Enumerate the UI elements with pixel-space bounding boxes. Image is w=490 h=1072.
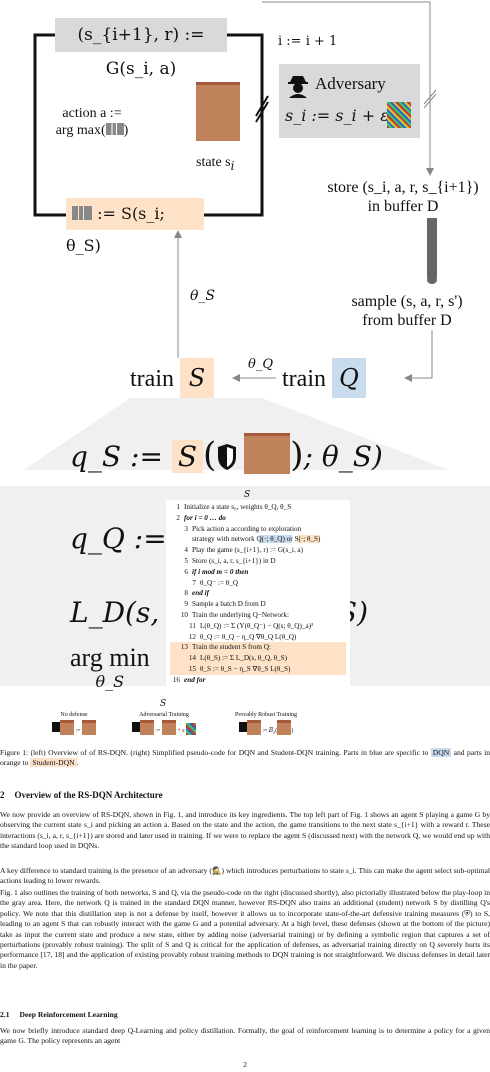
- sample-label: sample (s, a, r, s') from buffer D: [324, 292, 490, 330]
- shield-icon: [216, 436, 238, 470]
- shield-icon: [238, 722, 247, 732]
- train-q-box: train Q: [282, 358, 366, 398]
- shield-icon: [131, 722, 140, 732]
- game-formula: (s_{i+1}, r) := G(s_i, a): [77, 25, 205, 79]
- zoom-trunc-2: S: [160, 699, 167, 709]
- theta-s-label: θ_S: [190, 288, 216, 304]
- adversary-title: Adversary: [315, 74, 386, 93]
- subsection-number: 2.1: [0, 1010, 10, 1019]
- increment-label: i := i + 1: [278, 34, 338, 49]
- defense-none-label: No defense: [60, 712, 88, 718]
- student-q-box: := S(s_i; θ_S): [66, 198, 204, 255]
- noise-image: [387, 102, 411, 128]
- zoom-argmin: arg min θ_S: [70, 643, 150, 694]
- zoom-ld-line: L_D(s, θ: [70, 596, 185, 629]
- figure-connectors: [23, 1, 449, 470]
- section-paragraph: A key difference to standard training is…: [0, 866, 490, 886]
- train-s-box: train S: [130, 358, 214, 398]
- defenses-row: No defense := Adversarial Training := + …: [0, 712, 490, 740]
- bar-chart-icon: [105, 123, 124, 135]
- zoom-argmin-sub: θ_S: [95, 672, 125, 691]
- figure-caption: Figure 1: (left) Overview of of RS-DQN. …: [0, 748, 490, 768]
- zoom-argmin-text: arg min: [70, 643, 150, 672]
- shield-icon: [51, 722, 60, 732]
- sample-line2: from buffer D: [362, 312, 452, 329]
- subsection-title: Deep Reinforcement Learning: [19, 1010, 118, 1019]
- action-line2: arg max(: [55, 123, 106, 138]
- defense-none: No defense :=: [44, 712, 104, 735]
- zoom-qs-line: q_S := S(); θ_S): [70, 433, 383, 475]
- sample-line1: sample (s, a, r, s'): [351, 293, 463, 310]
- section-heading: 2 Overview of the RS-DQN Architecture: [0, 790, 163, 800]
- noise-image: [186, 723, 197, 735]
- state-label: state si: [196, 155, 235, 173]
- zoom-qs-lhs: q_S :=: [70, 440, 163, 473]
- caption-sdqn: Student-DQN: [30, 758, 77, 768]
- student-q-formula: := S(s_i; θ_S): [66, 204, 165, 255]
- action-line1: action a :=: [62, 106, 122, 121]
- section-paragraph: Fig. 1 also outlines the training of bot…: [0, 888, 490, 970]
- caption-dqn: DQN: [430, 748, 452, 757]
- adversary-formula: s_i := s_i + ε: [285, 106, 389, 125]
- section-paragraph: We now briefly introduce standard deep Q…: [0, 1026, 490, 1046]
- zoom-qs-fn: S: [171, 440, 203, 473]
- section-number: 2: [0, 790, 5, 800]
- bar-chart-icon: [72, 206, 92, 220]
- game-formula-box: (s_{i+1}, r) := G(s_i, a): [55, 18, 227, 79]
- subsection-heading: 2.1 Deep Reinforcement Learning: [0, 1010, 118, 1019]
- defense-provable: Provably Robust Training := Bε(): [218, 712, 314, 736]
- store-label: store (s_i, a, r, s_{i+1}) in buffer D: [316, 178, 490, 216]
- adversary-box: Adversary s_i := s_i + ε: [279, 64, 420, 138]
- train-s-letter: S: [179, 358, 214, 398]
- action-label: action a := arg max(): [42, 105, 142, 139]
- algo-line: strategy with network Q(·; θ_Q) or S(·; …: [192, 535, 321, 544]
- zoom-ld: L_D(s, θ: [70, 596, 185, 629]
- store-line2: in buffer D: [367, 198, 439, 215]
- page-number: 2: [243, 1060, 247, 1069]
- zoom-qs-rhs: ; θ_S): [303, 440, 383, 473]
- defense-provable-label: Provably Robust Training: [234, 712, 297, 718]
- zoom-qq-lhs: q_Q :=: [70, 522, 167, 555]
- zoom-trunc: S: [244, 490, 251, 500]
- train-q-letter: Q: [331, 358, 366, 398]
- train-s-word: train: [130, 366, 174, 392]
- section-paragraph: We now provide an overview of RS-DQN, sh…: [0, 810, 490, 851]
- zoom-game-image: [244, 433, 291, 474]
- defense-adversarial-label: Adversarial Training: [139, 712, 189, 718]
- spy-icon: [287, 74, 309, 98]
- section-title: Overview of the RS-DQN Architecture: [14, 790, 163, 800]
- game-screen-image: [196, 82, 240, 141]
- store-line1: store (s_i, a, r, s_{i+1}): [327, 179, 479, 196]
- theta-q-label: θ_Q: [248, 357, 273, 372]
- train-q-word: train: [282, 366, 326, 392]
- defense-adversarial: Adversarial Training := + ε: [126, 712, 202, 735]
